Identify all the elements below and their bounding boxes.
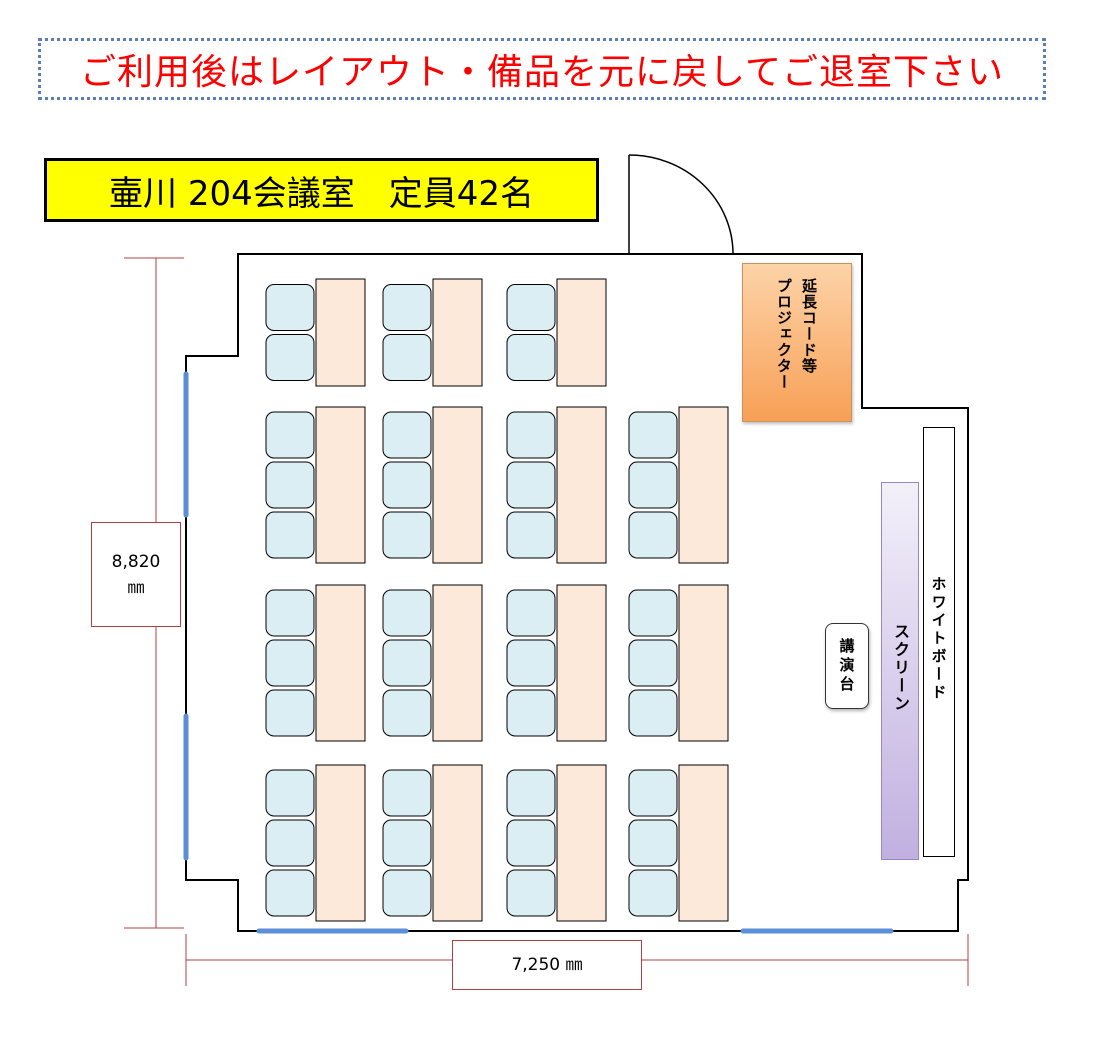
- chair: [265, 411, 315, 459]
- podium: 講演台: [825, 623, 869, 709]
- chair: [506, 819, 556, 867]
- table: [432, 278, 483, 387]
- chair: [628, 411, 678, 459]
- chair: [506, 511, 556, 559]
- table-group: [265, 584, 366, 742]
- chair: [382, 689, 432, 737]
- table-group: [265, 278, 366, 387]
- chair: [628, 639, 678, 687]
- table: [678, 584, 729, 742]
- chair: [382, 511, 432, 559]
- table-group: [382, 584, 483, 742]
- room-outline: [185, 253, 969, 932]
- chair: [265, 769, 315, 817]
- table: [556, 764, 607, 922]
- chair: [628, 819, 678, 867]
- chair: [382, 819, 432, 867]
- chair: [382, 411, 432, 459]
- table-group: [265, 406, 366, 564]
- extension-cord-label: 延長コード等: [800, 278, 818, 374]
- table: [556, 584, 607, 742]
- projector-box: プロジェクター 延長コード等: [742, 263, 852, 422]
- table-group: [628, 584, 729, 742]
- table-group: [506, 278, 607, 387]
- chair: [382, 284, 432, 331]
- table: [432, 764, 483, 922]
- table-group: [506, 584, 607, 742]
- chair: [628, 769, 678, 817]
- room-title-text: 壷川 204会議室 定員42名: [109, 173, 534, 214]
- chair: [628, 589, 678, 637]
- chair: [265, 869, 315, 917]
- whiteboard: ホワイトボード: [923, 427, 955, 857]
- width-value: 7,250 ㎜: [511, 955, 583, 975]
- chair: [506, 689, 556, 737]
- chair: [382, 334, 432, 381]
- whiteboard-label: ホワイトボード: [929, 576, 948, 702]
- table: [315, 278, 366, 387]
- chair: [265, 511, 315, 559]
- chair: [265, 334, 315, 381]
- table: [678, 764, 729, 922]
- chair: [265, 589, 315, 637]
- chair: [506, 334, 556, 381]
- chair: [506, 769, 556, 817]
- chair: [628, 461, 678, 509]
- chair: [506, 639, 556, 687]
- height-unit: ㎜: [127, 577, 145, 598]
- windows: [183, 371, 894, 934]
- chair: [382, 769, 432, 817]
- chair: [382, 589, 432, 637]
- chair: [382, 869, 432, 917]
- notice-banner: ご利用後はレイアウト・備品を元に戻してご退室下さい: [38, 38, 1046, 100]
- notice-text: ご利用後はレイアウト・備品を元に戻してご退室下さい: [80, 52, 1004, 93]
- table: [315, 584, 366, 742]
- table-group: [628, 764, 729, 922]
- table-group: [506, 406, 607, 564]
- chair: [265, 639, 315, 687]
- chair: [628, 869, 678, 917]
- table-group: [628, 406, 729, 564]
- projector-label: プロジェクター: [775, 278, 793, 390]
- chair: [382, 639, 432, 687]
- table: [432, 584, 483, 742]
- chair: [265, 689, 315, 737]
- chair: [506, 284, 556, 331]
- height-dimension-label: 8,820 ㎜: [91, 522, 181, 627]
- table-group: [382, 764, 483, 922]
- table-group: [382, 406, 483, 564]
- chair: [628, 511, 678, 559]
- table: [315, 764, 366, 922]
- table: [556, 278, 607, 387]
- chair: [265, 461, 315, 509]
- table-group: [382, 278, 483, 387]
- width-dimension-label: 7,250 ㎜: [452, 940, 642, 990]
- screen-label: スクリーン: [891, 623, 910, 713]
- chair: [628, 689, 678, 737]
- chair: [265, 284, 315, 331]
- podium-label: 講演台: [837, 637, 856, 695]
- chair: [506, 589, 556, 637]
- seating-area: [265, 278, 729, 922]
- height-value: 8,820: [111, 551, 161, 572]
- chair: [506, 869, 556, 917]
- chair: [506, 411, 556, 459]
- chair: [382, 461, 432, 509]
- door: [628, 154, 734, 255]
- table: [556, 406, 607, 564]
- table: [315, 406, 366, 564]
- table-group: [506, 764, 607, 922]
- chair: [265, 819, 315, 867]
- chair: [506, 461, 556, 509]
- screen: スクリーン: [881, 482, 919, 860]
- table-group: [265, 764, 366, 922]
- table: [678, 406, 729, 564]
- room-title: 壷川 204会議室 定員42名: [44, 158, 599, 222]
- table: [432, 406, 483, 564]
